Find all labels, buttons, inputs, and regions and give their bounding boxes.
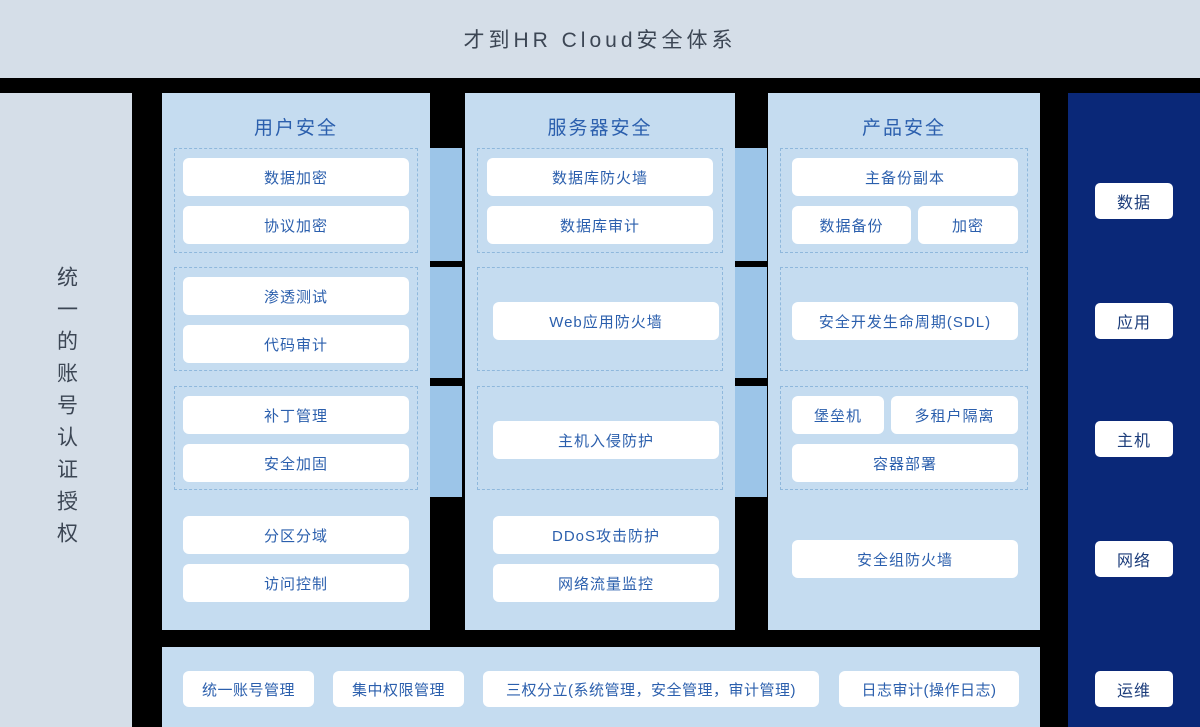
column-title-server-security: 服务器安全 [547, 118, 653, 139]
chip-protocol-encryption[interactable]: 协议加密 [183, 206, 409, 244]
page-title: 才到HR Cloud安全体系 [463, 29, 737, 52]
connector-band-2-row2 [735, 267, 767, 378]
chip-container-deployment[interactable]: 容器部署 [792, 444, 1018, 482]
chip-bastion-host[interactable]: 堡垒机 [792, 396, 884, 434]
chip-code-audit[interactable]: 代码审计 [183, 325, 409, 363]
chip-secure-development-lifecycle[interactable]: 安全开发生命周期(SDL) [792, 302, 1018, 340]
group-user-testing [174, 267, 418, 371]
group-server-hids [477, 386, 723, 490]
chip-patch-management[interactable]: 补丁管理 [183, 396, 409, 434]
group-product-isolation [780, 386, 1028, 490]
chip-security-hardening[interactable]: 安全加固 [183, 444, 409, 482]
chip-database-audit[interactable]: 数据库审计 [487, 206, 713, 244]
group-user-encryption [174, 148, 418, 253]
chip-ddos-protection[interactable]: DDoS攻击防护 [493, 516, 719, 554]
group-user-hardening [174, 386, 418, 490]
chip-network-traffic-monitor[interactable]: 网络流量监控 [493, 564, 719, 602]
chip-encryption[interactable]: 加密 [918, 206, 1018, 244]
chip-host-intrusion-protection[interactable]: 主机入侵防护 [493, 421, 719, 459]
chip-primary-backup-replica[interactable]: 主备份副本 [792, 158, 1018, 196]
rail-chip-network[interactable]: 网络 [1095, 541, 1173, 577]
chip-log-audit[interactable]: 日志审计(操作日志) [839, 671, 1019, 707]
chip-penetration-test[interactable]: 渗透测试 [183, 277, 409, 315]
connector-band-1-row1 [430, 148, 462, 261]
group-product-sdl [780, 267, 1028, 371]
group-product-backup [780, 148, 1028, 253]
rail-chip-operations[interactable]: 运维 [1095, 671, 1173, 707]
header-bar: 才到HR Cloud安全体系 [0, 0, 1200, 78]
chip-web-application-firewall[interactable]: Web应用防火墙 [493, 302, 719, 340]
group-server-waf [477, 267, 723, 371]
rail-chip-application[interactable]: 应用 [1095, 303, 1173, 339]
chip-data-backup[interactable]: 数据备份 [792, 206, 911, 244]
connector-band-1-row3 [430, 386, 462, 497]
column-title-product-security: 产品安全 [861, 118, 946, 139]
connector-band-2-row1 [735, 148, 767, 261]
column-user-security: 用户安全 数据加密 协议加密 渗透测试 代码审计 补丁管理 安全加固 分区分域 … [162, 93, 430, 630]
chip-separation-of-three-powers[interactable]: 三权分立(系统管理，安全管理，审计管理) [483, 671, 819, 707]
left-rail-unified-auth: 统一的账号认证授权 [0, 93, 132, 727]
column-server-security: 服务器安全 数据库防火墙 数据库审计 Web应用防火墙 主机入侵防护 DDoS攻… [465, 93, 735, 630]
chip-access-control[interactable]: 访问控制 [183, 564, 409, 602]
group-server-database [477, 148, 723, 253]
chip-zone-partition[interactable]: 分区分域 [183, 516, 409, 554]
chip-security-group-firewall[interactable]: 安全组防火墙 [792, 540, 1018, 578]
left-rail-label: 统一的账号认证授权 [54, 266, 78, 554]
bottom-bar-account-management: 统一账号管理 集中权限管理 三权分立(系统管理，安全管理，审计管理) 日志审计(… [162, 647, 1040, 727]
chip-database-firewall[interactable]: 数据库防火墙 [487, 158, 713, 196]
chip-data-encryption[interactable]: 数据加密 [183, 158, 409, 196]
column-title-user-security: 用户安全 [253, 118, 338, 139]
rail-chip-data[interactable]: 数据 [1095, 183, 1173, 219]
chip-unified-account-management[interactable]: 统一账号管理 [183, 671, 314, 707]
rail-chip-host[interactable]: 主机 [1095, 421, 1173, 457]
column-product-security: 产品安全 主备份副本 数据备份 加密 安全开发生命周期(SDL) 堡垒机 多租户… [768, 93, 1040, 630]
chip-centralized-permission-management[interactable]: 集中权限管理 [333, 671, 464, 707]
connector-band-2-row3 [735, 386, 767, 497]
chip-multi-tenant-isolation[interactable]: 多租户隔离 [891, 396, 1018, 434]
right-rail-layers: 数据 应用 主机 网络 运维 [1068, 93, 1200, 727]
connector-band-1-row2 [430, 267, 462, 378]
